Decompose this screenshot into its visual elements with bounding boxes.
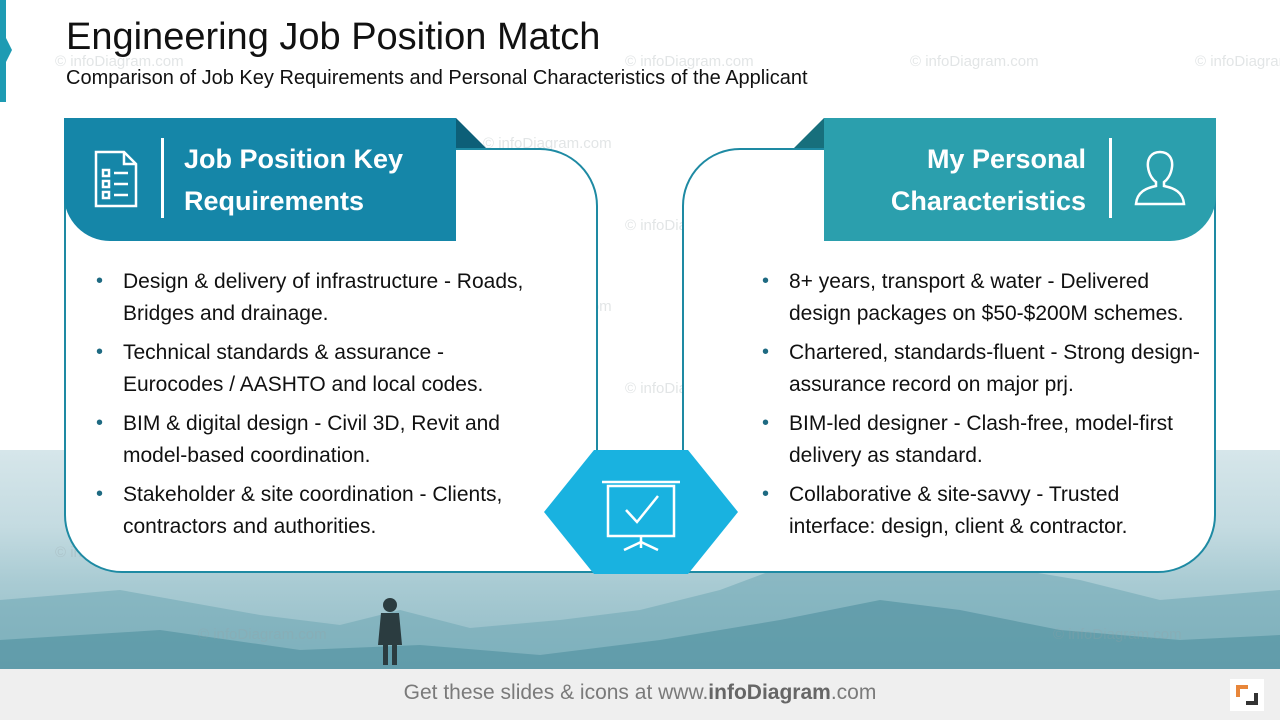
header-divider <box>161 138 164 218</box>
infodiagram-logo-icon <box>1230 679 1264 711</box>
characteristics-title: My Personal Characteristics <box>890 144 1086 216</box>
person-icon <box>1132 148 1188 213</box>
header-divider <box>1109 138 1112 218</box>
requirements-list: Design & delivery of infrastructure - Ro… <box>96 266 536 550</box>
accent-bar <box>0 0 12 102</box>
watermark: © infoDiagram.com <box>910 53 1039 70</box>
watermark: © infoDiagram.com <box>1195 53 1280 70</box>
page-subtitle: Comparison of Job Key Requirements and P… <box>66 67 808 89</box>
list-item: Design & delivery of infrastructure - Ro… <box>96 266 536 329</box>
list-item: BIM & digital design - Civil 3D, Revit a… <box>96 408 536 471</box>
list-item: BIM-led designer - Clash-free, model-fir… <box>762 408 1202 471</box>
presentation-check-icon <box>602 480 680 552</box>
left-header-fold <box>456 118 486 148</box>
characteristics-list: 8+ years, transport & water - Delivered … <box>762 266 1202 550</box>
center-hexagon <box>544 450 738 574</box>
footer-link[interactable]: Get these slides & icons at www.infoDiag… <box>403 681 877 704</box>
hiker-figure <box>378 598 402 665</box>
checklist-icon <box>92 148 142 215</box>
requirements-header: Job Position Key Requirements <box>64 118 456 241</box>
requirements-title: Job Position Key Requirements <box>184 144 404 216</box>
page-title: Engineering Job Position Match <box>66 16 601 58</box>
footer: Get these slides & icons at www.infoDiag… <box>0 669 1280 720</box>
characteristics-header: My Personal Characteristics <box>824 118 1216 241</box>
list-item: Chartered, standards-fluent - Strong des… <box>762 337 1202 400</box>
list-item: 8+ years, transport & water - Delivered … <box>762 266 1202 329</box>
list-item: Technical standards & assurance - Euroco… <box>96 337 536 400</box>
right-header-fold <box>794 118 824 148</box>
list-item: Stakeholder & site coordination - Client… <box>96 479 536 542</box>
list-item: Collaborative & site-savvy - Trusted int… <box>762 479 1202 542</box>
